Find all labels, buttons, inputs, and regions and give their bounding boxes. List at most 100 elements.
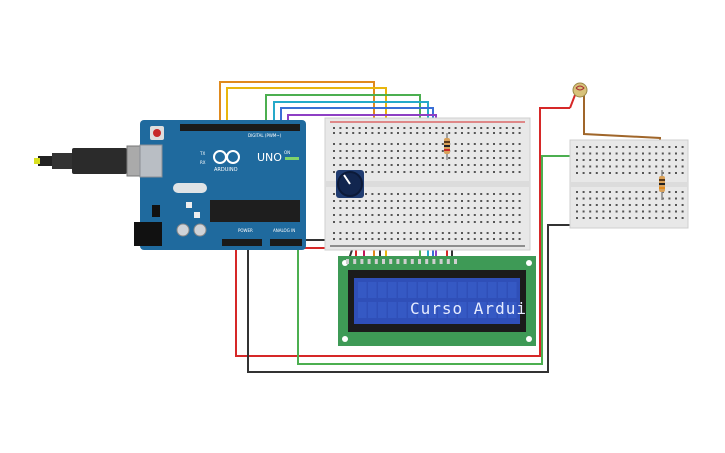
- lcd-16x2[interactable]: Curso Ardui: [338, 256, 536, 346]
- breadboard-hole[interactable]: [681, 172, 684, 174]
- breadboard-hole[interactable]: [397, 221, 399, 223]
- breadboard-hole[interactable]: [358, 214, 361, 216]
- breadboard-hole[interactable]: [473, 164, 476, 166]
- breadboard-hole[interactable]: [384, 150, 387, 152]
- breadboard-hole[interactable]: [358, 232, 361, 234]
- breadboard-hole[interactable]: [648, 197, 651, 200]
- breadboard-hole[interactable]: [358, 238, 361, 240]
- breadboard-hole[interactable]: [352, 132, 355, 134]
- breadboard-hole[interactable]: [461, 232, 463, 234]
- breadboard-hole[interactable]: [467, 132, 470, 134]
- breadboard-hole[interactable]: [595, 159, 598, 161]
- breadboard-hole[interactable]: [409, 150, 412, 152]
- breadboard-hole[interactable]: [390, 143, 393, 145]
- breadboard-hole[interactable]: [499, 171, 502, 173]
- breadboard-hole[interactable]: [390, 193, 393, 195]
- breadboard-hole[interactable]: [493, 171, 495, 173]
- breadboard-hole[interactable]: [473, 232, 476, 234]
- breadboard-hole[interactable]: [345, 132, 348, 134]
- breadboard-hole[interactable]: [499, 164, 502, 166]
- breadboard-hole[interactable]: [461, 150, 463, 152]
- breadboard-hole[interactable]: [448, 164, 451, 166]
- breadboard-hole[interactable]: [358, 157, 361, 159]
- breadboard-hole[interactable]: [345, 221, 348, 223]
- breadboard-hole[interactable]: [454, 232, 457, 234]
- breadboard-hole[interactable]: [339, 207, 342, 209]
- breadboard-hole[interactable]: [681, 159, 684, 161]
- breadboard-hole[interactable]: [441, 157, 444, 159]
- breadboard-hole[interactable]: [576, 217, 578, 219]
- breadboard-hole[interactable]: [422, 232, 425, 234]
- wire-red-5v[interactable]: [235, 107, 570, 357]
- breadboard-hole[interactable]: [416, 232, 419, 234]
- breadboard-hole[interactable]: [493, 150, 495, 152]
- breadboard-hole[interactable]: [345, 150, 348, 152]
- breadboard-hole[interactable]: [390, 214, 393, 216]
- breadboard-hole[interactable]: [461, 200, 463, 202]
- breadboard-hole[interactable]: [486, 193, 489, 195]
- breadboard-hole[interactable]: [333, 143, 335, 145]
- breadboard-hole[interactable]: [681, 197, 684, 200]
- breadboard-hole[interactable]: [518, 132, 521, 134]
- breadboard-hole[interactable]: [622, 159, 625, 161]
- breadboard-hole[interactable]: [595, 204, 598, 206]
- breadboard-hole[interactable]: [352, 157, 355, 159]
- breadboard-hole[interactable]: [441, 232, 444, 234]
- breadboard-hole[interactable]: [480, 238, 483, 240]
- breadboard-hole[interactable]: [467, 200, 470, 202]
- breadboard-hole[interactable]: [429, 132, 431, 134]
- breadboard-hole[interactable]: [675, 197, 677, 200]
- breadboard-hole[interactable]: [448, 232, 451, 234]
- breadboard-hole[interactable]: [454, 214, 457, 216]
- breadboard-hole[interactable]: [661, 152, 664, 155]
- breadboard-hole[interactable]: [358, 164, 361, 166]
- breadboard-hole[interactable]: [416, 200, 419, 202]
- breadboard-hole[interactable]: [339, 214, 342, 216]
- breadboard-hole[interactable]: [371, 164, 374, 166]
- breadboard-hole[interactable]: [435, 127, 438, 129]
- breadboard-hole[interactable]: [416, 221, 419, 223]
- breadboard-hole[interactable]: [668, 172, 671, 174]
- breadboard-hole[interactable]: [365, 143, 367, 145]
- breadboard-hole[interactable]: [345, 157, 348, 159]
- breadboard-hole[interactable]: [615, 165, 618, 168]
- breadboard-hole[interactable]: [499, 200, 502, 202]
- breadboard-hole[interactable]: [333, 171, 335, 173]
- breadboard-hole[interactable]: [486, 127, 489, 129]
- breadboard-hole[interactable]: [435, 171, 438, 173]
- breadboard-hole[interactable]: [333, 164, 335, 166]
- breadboard-hole[interactable]: [518, 200, 521, 202]
- breadboard-hole[interactable]: [512, 221, 515, 223]
- breadboard-hole[interactable]: [397, 143, 399, 145]
- breadboard-hole[interactable]: [371, 157, 374, 159]
- breadboard-hole[interactable]: [384, 214, 387, 216]
- breadboard-hole[interactable]: [473, 171, 476, 173]
- breadboard-hole[interactable]: [505, 207, 508, 209]
- breadboard-hole[interactable]: [403, 232, 406, 234]
- breadboard-hole[interactable]: [609, 204, 611, 206]
- breadboard-hole[interactable]: [429, 171, 431, 173]
- breadboard-hole[interactable]: [582, 152, 585, 155]
- breadboard-hole[interactable]: [403, 157, 406, 159]
- breadboard-hole[interactable]: [499, 127, 502, 129]
- breadboard-hole[interactable]: [435, 150, 438, 152]
- breadboard-hole[interactable]: [499, 207, 502, 209]
- breadboard-hole[interactable]: [576, 197, 578, 200]
- breadboard-hole[interactable]: [461, 214, 463, 216]
- lcd-pin[interactable]: [446, 259, 450, 264]
- breadboard-hole[interactable]: [467, 171, 470, 173]
- breadboard-hole[interactable]: [371, 232, 374, 234]
- breadboard-hole[interactable]: [461, 132, 463, 134]
- lcd-pin[interactable]: [353, 259, 357, 264]
- breadboard-hole[interactable]: [409, 157, 412, 159]
- lcd-pin[interactable]: [454, 259, 457, 264]
- breadboard-hole[interactable]: [403, 164, 406, 166]
- breadboard-hole[interactable]: [390, 207, 393, 209]
- breadboard-hole[interactable]: [493, 164, 495, 166]
- breadboard-hole[interactable]: [365, 150, 367, 152]
- breadboard-hole[interactable]: [441, 143, 444, 145]
- breadboard-hole[interactable]: [493, 127, 495, 129]
- breadboard-hole[interactable]: [365, 127, 367, 129]
- breadboard-hole[interactable]: [648, 152, 651, 155]
- breadboard-hole[interactable]: [345, 214, 348, 216]
